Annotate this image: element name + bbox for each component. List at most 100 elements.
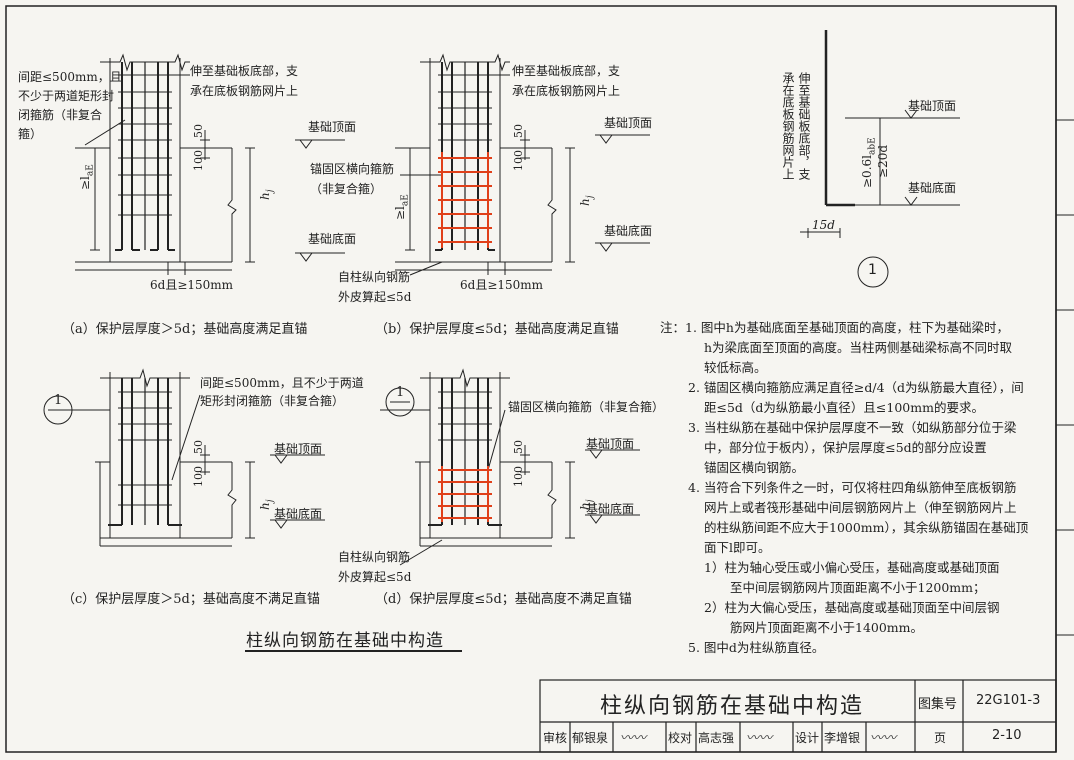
note-line: 3. 当柱纵筋在基础中保护层厚度不一致（如纵筋部分位于梁	[688, 420, 1017, 435]
fig-b-top-label: 基础顶面	[604, 116, 653, 130]
figure-d-anchor-hoops	[438, 466, 492, 522]
fig-d-hj: hj	[578, 499, 595, 510]
fig-a-note-line1: 间距≤500mm，且	[18, 70, 122, 84]
fig-b-bottom-label: 基础底面	[604, 224, 653, 238]
fig-d-section-number: 1	[396, 385, 405, 400]
note-line: 至中间层钢筋网片顶面距离不小于1200mm；	[730, 580, 986, 595]
fig-a-top-label: 基础顶面	[308, 120, 357, 134]
note-line: 1）柱为轴心受压或小偏心受压，基础高度或基础顶面	[704, 560, 1000, 575]
detail-1-dim-06-main: ≥0.6l	[860, 155, 874, 188]
detail-1-number: 1	[868, 262, 877, 278]
detail-1-extend-line2: 承在底板钢筋网片上	[781, 72, 795, 180]
fig-d-cover-line1: 自柱纵向钢筋	[338, 550, 411, 564]
fig-c-bottom-label: 基础底面	[274, 507, 323, 521]
fig-d-dim-50: 50	[512, 440, 525, 454]
fig-a-bottom-label: 基础底面	[308, 232, 357, 246]
note-line: 面下l即可。	[704, 540, 771, 555]
fig-b-cover-line1: 自柱纵向钢筋	[338, 270, 411, 284]
fig-a-note-line3: 闭箍筋（非复合	[18, 108, 103, 122]
fig-c-hj-sub: j	[265, 499, 276, 503]
fig-d-anchor: 锚固区横向箍筋（非复合箍）	[508, 400, 665, 414]
detail-1-extend-line1: 伸至基础板底部，支	[797, 72, 811, 180]
side-index-strip	[1056, 119, 1074, 636]
title-block-grid	[539, 679, 1057, 753]
fig-b-lae-main: ≥l	[393, 206, 407, 220]
detail-1-bottom-label: 基础底面	[908, 181, 957, 195]
fig-b-dim-50: 50	[512, 124, 525, 138]
fig-a-lae-sub: aE	[85, 164, 96, 177]
figure-b-anchor-hoops	[438, 152, 492, 248]
fig-d-bottom-label: 基础底面	[586, 502, 635, 516]
fig-c-dim-50: 50	[192, 440, 205, 454]
fig-a-dim-100: 100	[192, 150, 205, 171]
fig-d-caption: （d）保护层厚度≤5d；基础高度不满足直锚	[375, 592, 632, 607]
reviewer-name: 郁银泉	[572, 731, 609, 745]
fig-c-top-label: 基础顶面	[274, 442, 323, 456]
check-label: 校对	[668, 731, 693, 745]
designer-name: 李增银	[824, 731, 861, 745]
fig-d-top-label: 基础顶面	[586, 437, 635, 451]
fig-a-note-line2: 不少于两道矩形封	[18, 89, 115, 103]
designer-signature: 〰〰	[870, 731, 897, 746]
fig-a-lae-main: ≥l	[78, 176, 92, 190]
atlas-number: 22G101-3	[976, 693, 1041, 708]
detail-1-dim-15: 15d	[812, 218, 835, 232]
fig-b-dim-100: 100	[512, 150, 525, 171]
figure-a	[75, 53, 345, 275]
fig-c-note-line1: 间距≤500mm，且不少于两道	[200, 376, 364, 390]
note-line: 2. 锚固区横向箍筋应满足直径≥d/4（d为纵筋最大直径），间	[688, 380, 1024, 395]
fig-a-lae: ≥laE	[78, 164, 95, 190]
fig-a-hj-main: h	[258, 192, 272, 200]
detail-1	[800, 30, 960, 288]
checker-name: 高志强	[698, 731, 735, 745]
fig-b-extend-line2: 承在底板钢筋网片上	[512, 84, 621, 98]
note-line: 筋网片顶面距离不小于1400mm。	[730, 620, 924, 635]
fig-a-spacing: 6d且≥150mm	[150, 278, 234, 292]
fig-a-caption: （a）保护层厚度＞5d；基础高度满足直锚	[62, 322, 308, 337]
note-line: 的柱纵筋间距不应大于1000mm），其余纵筋锚固在基础顶	[704, 520, 1029, 535]
note-line: 2）柱为大偏心受压，基础高度或基础顶面至中间层钢	[704, 600, 1000, 615]
fig-a-extend-line2: 承在底板钢筋网片上	[190, 84, 299, 98]
fig-c-note-line2: 矩形封闭箍筋（非复合箍）	[200, 394, 345, 408]
detail-1-dim-06: ≥0.6labE	[860, 137, 877, 188]
fig-b-caption: （b）保护层厚度≤5d；基础高度满足直锚	[375, 322, 619, 337]
note-line: 中，部分位于板内），保护层厚度≤5d的部分应设置	[704, 440, 987, 455]
page-label: 页	[934, 731, 947, 745]
title-block-title: 柱纵向钢筋在基础中构造	[600, 694, 865, 719]
fig-b-extend-line1: 伸至基础板底部，支	[512, 64, 621, 78]
page-number: 2-10	[992, 728, 1022, 743]
note-line: 4. 当符合下列条件之一时，可仅将柱四角纵筋伸至底板钢筋	[688, 480, 1017, 495]
fig-c-hj: hj	[258, 499, 275, 510]
detail-1-dim-20: ≥20d	[876, 144, 890, 178]
review-label: 审核	[543, 731, 568, 745]
fig-b-hj-main: h	[578, 198, 592, 206]
fig-c-section-number: 1	[54, 393, 63, 408]
note-line: 注：1. 图中h为基础底面至基础顶面的高度，柱下为基础梁时，	[660, 320, 1009, 335]
fig-a-hj-sub: j	[265, 189, 276, 193]
detail-1-top-label: 基础顶面	[908, 99, 957, 113]
fig-b-hj-sub: j	[585, 195, 596, 199]
note-line: 较低标高。	[704, 360, 767, 375]
fig-b-cover-line2: 外皮算起≤5d	[338, 290, 412, 304]
note-line: 距≤5d（d为纵筋最小直径）且≤100mm的要求。	[704, 400, 984, 415]
fig-d-hj-main: h	[578, 502, 592, 510]
fig-b-spacing: 6d且≥150mm	[460, 278, 544, 292]
note-line: h为梁底面至顶面的高度。当柱两侧基础梁标高不同时取	[704, 340, 1013, 355]
fig-a-extend-line1: 伸至基础板底部，支	[190, 64, 299, 78]
fig-d-dim-100: 100	[512, 466, 525, 487]
fig-b-hj: hj	[578, 195, 595, 206]
note-line: 锚固区横向钢筋。	[704, 460, 805, 475]
drawing-title: 柱纵向钢筋在基础中构造	[246, 631, 444, 651]
note-line: 网片上或者筏形基础中间层钢筋网片上（伸至钢筋网片上	[704, 500, 1017, 515]
checker-signature: 〰〰	[746, 731, 773, 746]
atlas-label: 图集号	[918, 697, 958, 712]
fig-d-cover-line2: 外皮算起≤5d	[338, 570, 412, 584]
fig-a-note-line4: 箍）	[18, 127, 43, 141]
figure-c	[43, 368, 325, 547]
fig-b-anchor-line1: 锚固区横向箍筋	[310, 162, 395, 176]
fig-d-hj-sub: j	[585, 499, 596, 503]
fig-a-hj: hj	[258, 189, 275, 200]
reviewer-signature: 〰〰	[620, 731, 647, 746]
fig-b-lae-sub: aE	[400, 194, 411, 207]
